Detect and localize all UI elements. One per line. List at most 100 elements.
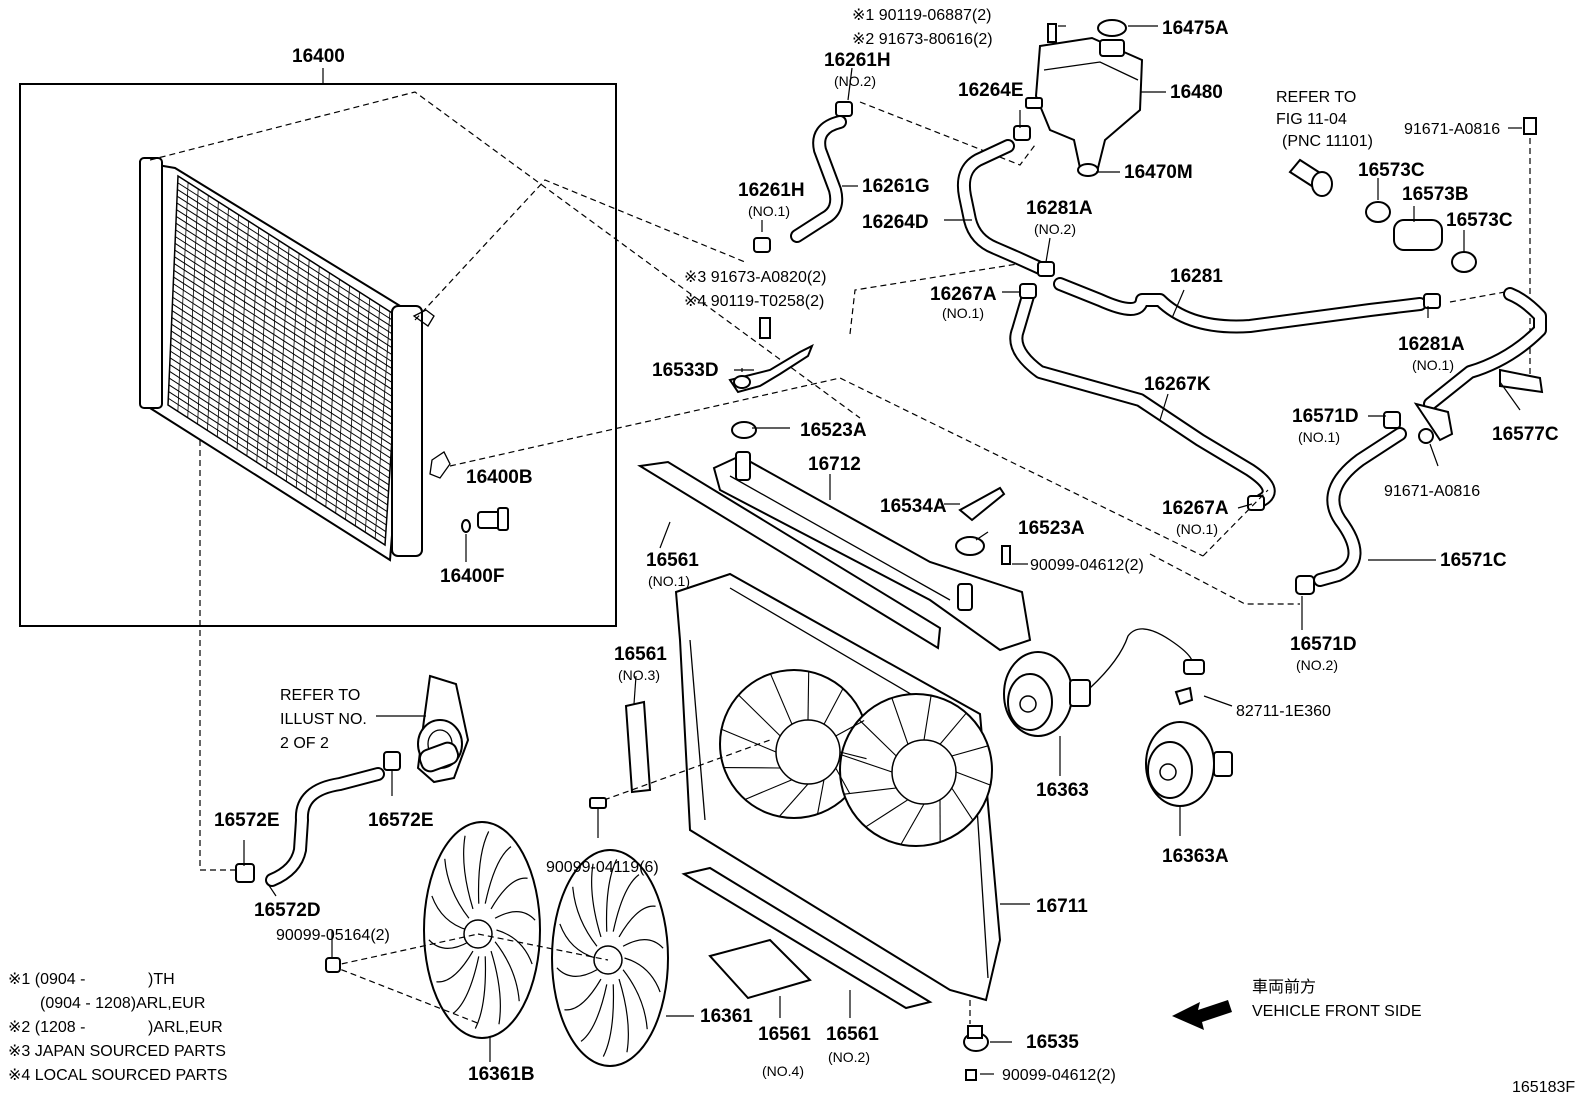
- label-16281a-top-sub: (NO.2): [1034, 221, 1076, 237]
- label-16561-no4-sub: (NO.4): [762, 1063, 804, 1079]
- pipe-refer-fig: [1288, 158, 1333, 197]
- label-16572e-a: 16572E: [214, 810, 280, 831]
- legend-1c: (0904 - 1208)ARL,EUR: [40, 995, 205, 1012]
- radiator-core: [139, 157, 451, 562]
- label-16561-no3-sub: (NO.3): [618, 667, 660, 683]
- reservoir-tank: [1025, 19, 1144, 177]
- label-16535: 16535: [1026, 1032, 1079, 1053]
- label-16361: 16361: [700, 1006, 753, 1027]
- note-1-top: ※1 90119-06887(2): [852, 7, 991, 24]
- shroud-spoke: [807, 671, 810, 721]
- fan-blade: [452, 956, 480, 1014]
- label-16363a: 16363A: [1162, 846, 1229, 867]
- label-90099-05164: 90099-05164(2): [276, 927, 390, 944]
- refer-ill-1: REFER TO: [280, 687, 360, 704]
- fan-blade: [591, 863, 602, 938]
- shroud-spoke: [738, 694, 781, 737]
- label-16533d: 16533D: [652, 360, 719, 381]
- radiator-fin: [256, 234, 270, 463]
- fan-blade: [477, 831, 490, 904]
- radiator-fin: [335, 285, 350, 514]
- label-90099-04612-bot: 90099-04612(2): [1002, 1067, 1116, 1084]
- label-16281: 16281: [1170, 266, 1223, 287]
- label-16361b: 16361B: [468, 1064, 535, 1085]
- refer-ill-2: ILLUST NO.: [280, 711, 367, 728]
- label-16577c: 16577C: [1492, 424, 1559, 445]
- fan-blade: [605, 859, 618, 932]
- label-16261h-bot-sub: (NO.1): [748, 203, 790, 219]
- shroud-spoke: [843, 787, 897, 795]
- vehicle-front-jp: 車両前方: [1252, 978, 1316, 996]
- fan-blade: [463, 835, 474, 910]
- figure-id: 165183F: [1512, 1079, 1575, 1096]
- legend-2b: )ARL,EUR: [148, 1019, 223, 1036]
- fan-blade: [618, 978, 629, 1053]
- label-16711: 16711: [1036, 896, 1088, 917]
- legend-1b: )TH: [148, 971, 175, 988]
- shroud-spoke: [823, 688, 844, 725]
- refer-fig-3: (PNC 11101): [1282, 133, 1373, 150]
- radiator-fin: [285, 253, 300, 482]
- label-16363: 16363: [1036, 780, 1089, 801]
- radiator-assembly-box: [19, 83, 617, 627]
- label-16400: 16400: [292, 46, 345, 67]
- label-16561-no1: 16561: [646, 550, 699, 571]
- shroud-spoke: [841, 754, 893, 773]
- label-16573b: 16573B: [1402, 184, 1469, 205]
- note-4-mid: ※4 90119-T0258(2): [684, 293, 824, 310]
- label-16561-no2: 16561: [826, 1024, 879, 1045]
- label-16523a-mid: 16523A: [1018, 518, 1085, 539]
- vehicle-front-arrow-icon: [1172, 1000, 1232, 1030]
- legend-2a: ※2 (1208 -: [8, 1019, 85, 1036]
- label-16281a-right: 16281A: [1398, 334, 1465, 355]
- label-91671-a0816-mid: 91671-A0816: [1384, 483, 1480, 500]
- label-16561-no3: 16561: [614, 644, 667, 665]
- label-16261g: 16261G: [862, 176, 930, 197]
- label-16561-no1-sub: (NO.1): [648, 573, 690, 589]
- bracket-16533d: [728, 317, 814, 394]
- label-16480: 16480: [1170, 82, 1223, 103]
- radiator-fin: [276, 246, 290, 476]
- radiator-fin: [207, 201, 219, 431]
- label-16281a-top: 16281A: [1026, 198, 1093, 219]
- fan-blade: [580, 984, 608, 1042]
- leader-lines: [243, 25, 1522, 1075]
- fan-16361: [551, 849, 669, 1067]
- shroud-spoke: [744, 779, 793, 800]
- radiator-fin: [374, 311, 391, 539]
- label-16264d: 16264D: [862, 212, 929, 233]
- fan-blade: [490, 950, 501, 1025]
- label-16267a-bot-sub: (NO.1): [1176, 521, 1218, 537]
- vehicle-front-en: VEHICLE FRONT SIDE: [1252, 1003, 1422, 1020]
- legend-1a: ※1 (0904 -: [8, 971, 85, 988]
- refer-fig-1: REFER TO: [1276, 89, 1356, 106]
- note-2-top: ※2 91673-80616(2): [852, 31, 993, 48]
- radiator-fin: [167, 175, 179, 406]
- refer-ill-3: 2 OF 2: [280, 735, 329, 752]
- label-16264e: 16264E: [958, 80, 1024, 101]
- fan-blade: [428, 939, 470, 949]
- label-16267k: 16267K: [1144, 374, 1211, 395]
- legend-4: ※4 LOCAL SOURCED PARTS: [8, 1067, 227, 1084]
- label-91671-a0816-top: 91671-A0816: [1404, 121, 1500, 138]
- fan-16361b: [423, 821, 541, 1039]
- radiator-fin: [246, 227, 260, 456]
- radiator-fin: [364, 305, 381, 533]
- label-16712: 16712: [808, 454, 861, 475]
- label-16400f: 16400F: [440, 566, 504, 587]
- label-16400b: 16400B: [466, 467, 533, 488]
- radiator-fin: [197, 195, 209, 425]
- radiator-fin: [295, 259, 310, 488]
- label-16573c-b: 16573C: [1446, 210, 1513, 231]
- label-16571d-top: 16571D: [1292, 406, 1359, 427]
- legend-3: ※3 JAPAN SOURCED PARTS: [8, 1043, 226, 1060]
- fan-blade: [431, 895, 468, 931]
- fan-motor-16363a: [1145, 721, 1233, 807]
- radiator-fin: [266, 240, 280, 469]
- label-16573c-a: 16573C: [1358, 160, 1425, 181]
- shroud-spoke: [839, 751, 867, 760]
- fan-blade: [612, 874, 640, 932]
- label-16261h-bot: 16261H: [738, 180, 805, 201]
- label-16572d: 16572D: [254, 900, 321, 921]
- fan-blade: [474, 956, 487, 1029]
